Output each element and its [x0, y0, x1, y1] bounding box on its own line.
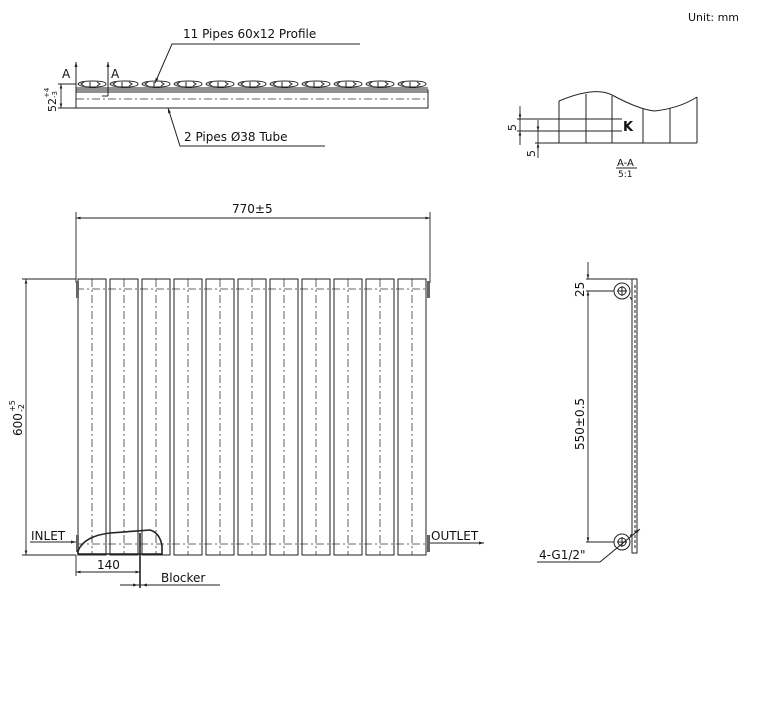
profile-pipes [77, 80, 427, 88]
section-marker-left: A [62, 67, 71, 81]
section-title: A-A [617, 158, 634, 169]
point-k-label: K [623, 120, 634, 135]
profile-label: 11 Pipes 60x12 Profile [183, 27, 316, 41]
inlet-label: INLET [31, 529, 66, 543]
depth-tolerance-upper: +4 [43, 87, 51, 98]
section-marker-right: A [111, 67, 120, 81]
width-dimension: 770±5 [232, 202, 273, 216]
section-scale: 5:1 [618, 170, 632, 180]
vertical-pipes [77, 278, 427, 556]
connection-label: 4-G1/2" [539, 548, 586, 562]
offset-dimension: 140 [97, 558, 120, 572]
depth-dimension: 52 [46, 98, 59, 112]
height-dimension: 600 [11, 413, 25, 436]
front-view: 770±5 600 +5 -2 [8, 202, 484, 588]
unit-label: Unit: mm [688, 11, 739, 24]
height-tolerance-lower: -2 [17, 404, 26, 412]
depth-tolerance-lower: -3 [51, 91, 59, 98]
side-view: 25 550±0.5 4-G1/2" [537, 262, 641, 563]
top-view: A A 52 +4 -3 11 Pipes 60x12 Profile 2 Pi… [43, 27, 429, 147]
section-dim-b: 5 [525, 150, 538, 157]
section-a-a-view: K 5 5 A-A 5:1 [506, 91, 698, 180]
section-dim-a: 5 [506, 124, 519, 131]
center-distance-dimension: 550±0.5 [573, 398, 587, 450]
outlet-label: OUTLET [431, 529, 479, 543]
blocker-label: Blocker [161, 571, 205, 585]
top-offset-dimension: 25 [573, 282, 587, 297]
tube-label: 2 Pipes Ø38 Tube [184, 130, 287, 144]
height-tolerance-upper: +5 [8, 400, 17, 412]
